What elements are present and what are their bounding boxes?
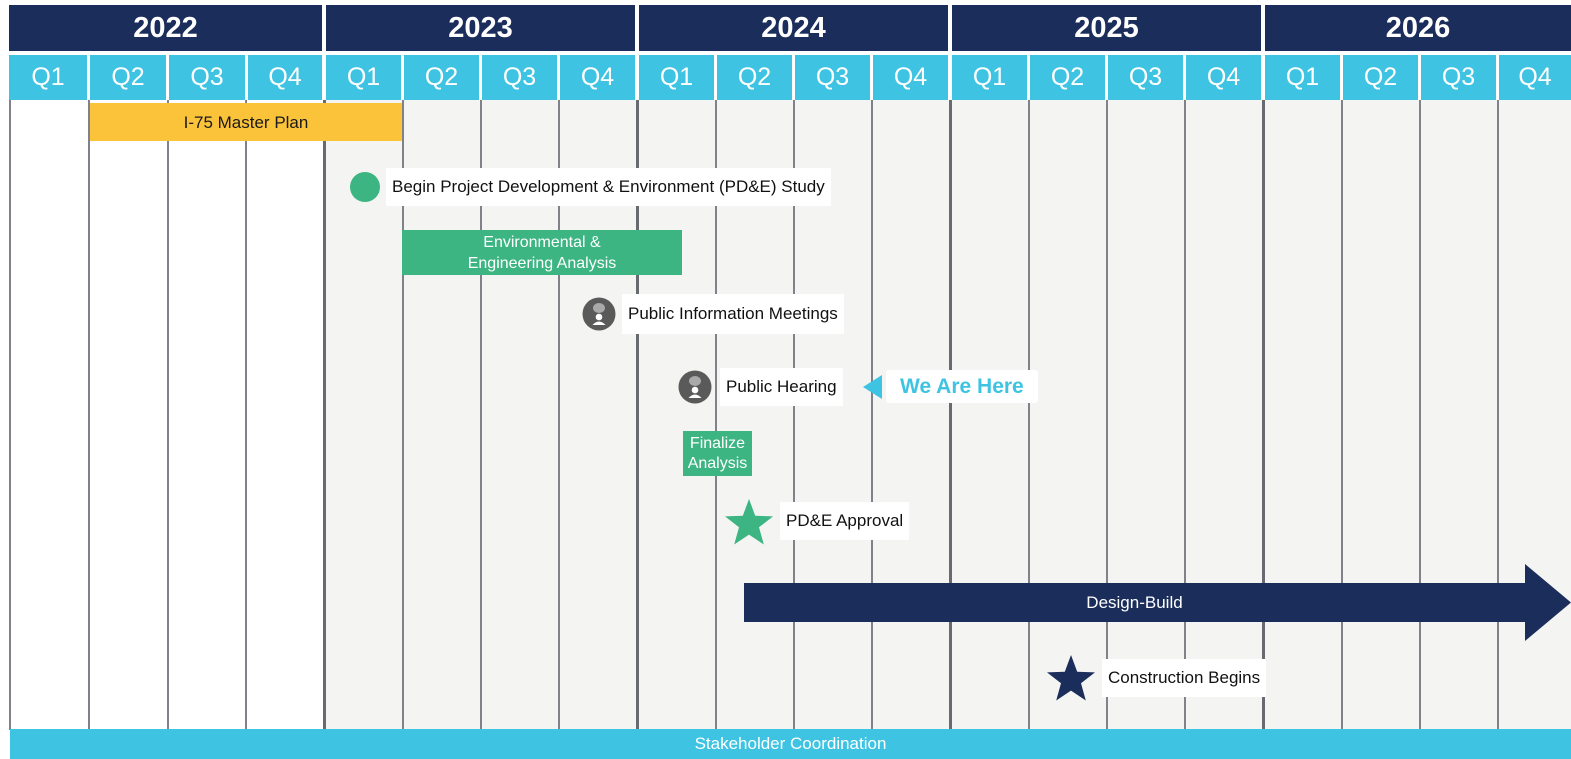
stakeholder-coordination-label: Stakeholder Coordination — [694, 734, 887, 753]
quarter-header: Q2 — [90, 55, 166, 100]
year-header-2022: 2022 — [9, 5, 322, 51]
begin-pde-label: Begin Project Development & Environment … — [386, 168, 831, 206]
year-header-2026: 2026 — [1265, 5, 1571, 51]
public-hearing-label: Public Hearing — [720, 368, 843, 406]
gridline — [245, 100, 247, 730]
gridline — [402, 100, 404, 730]
year-gridline — [1262, 100, 1265, 730]
gridline — [1341, 100, 1343, 730]
env-eng-label-line2: Engineering Analysis — [467, 254, 617, 272]
we-are-here-label: We Are Here — [886, 370, 1038, 403]
master-plan-label: I-75 Master Plan — [183, 112, 309, 132]
year-gridline — [949, 100, 952, 730]
year-header-2024: 2024 — [639, 5, 948, 51]
quarter-header: Q2 — [1343, 55, 1418, 100]
year-header-2025: 2025 — [952, 5, 1261, 51]
design-build-arrow — [744, 564, 1571, 641]
quarter-header: Q4 — [873, 55, 948, 100]
quarter-header: Q3 — [1421, 55, 1496, 100]
quarter-header: Q1 — [326, 55, 401, 100]
gridline — [558, 100, 560, 730]
finalize-label-line1: Finalize — [689, 434, 746, 452]
quarter-header: Q3 — [482, 55, 557, 100]
quarter-header: Q4 — [1499, 55, 1571, 100]
quarter-header: Q1 — [639, 55, 714, 100]
master-plan-bar: I-75 Master Plan — [90, 103, 402, 141]
triangle-pointer-icon — [863, 375, 882, 399]
quarter-header: Q1 — [952, 55, 1027, 100]
quarter-header: Q4 — [1186, 55, 1261, 100]
gridline — [715, 100, 717, 730]
finalize-label-line2: Analysis — [687, 454, 748, 472]
construction-begins-label: Construction Begins — [1102, 659, 1267, 697]
year-gridline — [636, 100, 639, 730]
quarter-header: Q4 — [248, 55, 322, 100]
gridline — [871, 100, 873, 730]
env-eng-label-line1: Environmental & — [483, 233, 601, 251]
star-icon — [725, 499, 773, 545]
quarter-header: Q3 — [169, 55, 245, 100]
gridline — [167, 100, 169, 730]
gridline — [9, 100, 11, 730]
finalize-analysis-bar: Finalize Analysis — [683, 431, 752, 476]
quarter-header: Q1 — [9, 55, 87, 100]
gridline — [1028, 100, 1030, 730]
gridline — [1184, 100, 1186, 730]
gridline — [480, 100, 482, 730]
gridline — [88, 100, 90, 730]
quarter-header: Q2 — [1030, 55, 1105, 100]
quarter-header: Q4 — [560, 55, 635, 100]
env-eng-analysis-bar: Environmental & Engineering Analysis — [402, 230, 682, 275]
gridline — [1497, 100, 1499, 730]
year-header-2023: 2023 — [326, 5, 635, 51]
design-build-bar-label-wrap: Design-Build — [744, 583, 1525, 622]
public-info-label: Public Information Meetings — [622, 294, 844, 334]
quarter-header: Q2 — [404, 55, 479, 100]
quarter-header: Q3 — [1108, 55, 1183, 100]
design-build-label: Design-Build — [1086, 593, 1183, 612]
circle-milestone-icon — [350, 172, 380, 202]
person-icon — [582, 297, 616, 331]
quarter-header: Q2 — [717, 55, 792, 100]
person-icon — [678, 370, 712, 404]
stakeholder-coordination-bar: Stakeholder Coordination — [10, 729, 1571, 759]
gridline — [793, 100, 795, 730]
gridline — [1106, 100, 1108, 730]
quarter-header: Q1 — [1265, 55, 1340, 100]
year-gridline — [323, 100, 326, 730]
quarter-header: Q3 — [795, 55, 870, 100]
star-icon — [1047, 655, 1095, 701]
pde-approval-label: PD&E Approval — [780, 502, 910, 540]
gridline — [1419, 100, 1421, 730]
